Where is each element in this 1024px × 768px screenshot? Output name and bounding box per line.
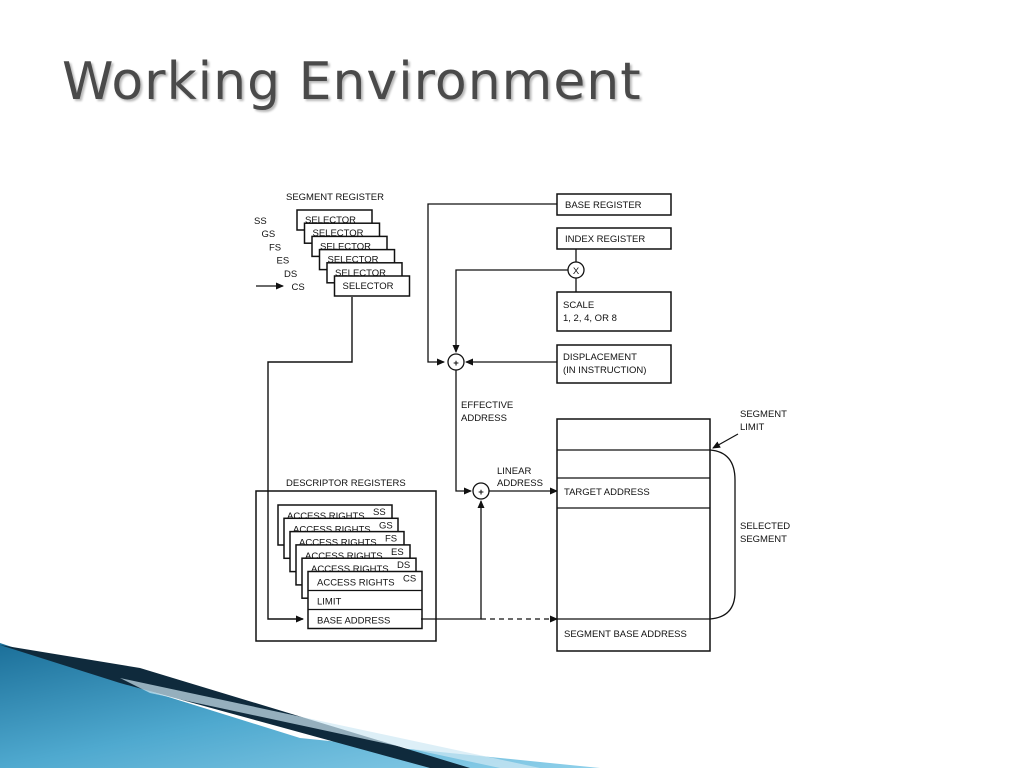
slide-title: Working Environment — [62, 52, 642, 112]
selected-segment-label-1: SELECTED — [740, 521, 790, 532]
limit-label: LIMIT — [317, 597, 341, 608]
displacement-box — [556, 344, 672, 384]
base-address-label: BASE ADDRESS — [317, 616, 390, 627]
descriptor-register-gs: GS — [379, 520, 393, 531]
selector-label-ss: SELECTOR — [305, 215, 356, 226]
segment-limit-label-2: LIMIT — [740, 422, 764, 433]
selected-segment-label-2: SEGMENT — [740, 534, 787, 545]
descriptor-box-cs — [307, 570, 423, 630]
selector-label-gs: SELECTOR — [313, 228, 364, 239]
linear-adder-plus-icon: + — [478, 487, 484, 498]
selected-segment-bracket — [709, 449, 736, 620]
access-rights-label-gs: ACCESS RIGHTS — [293, 524, 371, 535]
slide-decoration — [0, 643, 600, 768]
descriptor-register-ss: SS — [373, 507, 386, 518]
access-rights-label-cs: ACCESS RIGHTS — [317, 578, 395, 589]
segment-register-gs: GS — [262, 229, 276, 240]
displacement-note: (IN INSTRUCTION) — [563, 365, 646, 376]
segment-register-title: SEGMENT REGISTER — [286, 192, 384, 203]
effective-address-label-1: EFFECTIVE — [461, 400, 513, 411]
effective-address-line — [455, 370, 472, 495]
selector-label-fs: SELECTOR — [320, 241, 371, 252]
segment-register-ds: DS — [284, 269, 297, 280]
selector-label-cs: SELECTOR — [343, 281, 394, 292]
blue-wave-shape — [0, 643, 600, 768]
effective-adder-plus-icon: + — [453, 358, 459, 369]
segment-limit-pointer — [712, 433, 739, 449]
selector-box-cs — [333, 275, 411, 297]
multiply-symbol: X — [573, 266, 580, 277]
segment-base-address-label: SEGMENT BASE ADDRESS — [564, 629, 687, 640]
selector-stack: SELECTOR SELECTOR SELECTOR SELECTOR SELECTOR… — [296, 209, 411, 297]
access-rights-label-fs: ACCESS RIGHTS — [299, 538, 377, 549]
selector-label-es: SELECTOR — [328, 255, 379, 266]
access-rights-label-ds: ACCESS RIGHTS — [311, 564, 389, 575]
selector-to-descriptor-line — [267, 297, 353, 623]
segment-limit-label-1: SEGMENT — [740, 409, 787, 420]
access-rights-label-ss: ACCESS RIGHTS — [287, 511, 365, 522]
linear-address-label-1: LINEAR — [497, 466, 531, 477]
access-rights-label-es: ACCESS RIGHTS — [305, 551, 383, 562]
descriptor-register-es: ES — [391, 547, 404, 558]
selector-label-ds: SELECTOR — [335, 268, 386, 279]
segment-register-labels: SS GS FS ES DS CS — [254, 216, 305, 293]
segment-register-cs: CS — [292, 282, 305, 293]
scale-label: SCALE — [563, 300, 594, 311]
target-address-label: TARGET ADDRESS — [564, 487, 650, 498]
base-register-label: BASE REGISTER — [565, 200, 642, 211]
scale-values: 1, 2, 4, OR 8 — [563, 313, 617, 324]
descriptor-register-cs: CS — [403, 574, 416, 585]
descriptor-register-fs: FS — [385, 534, 397, 545]
light-stripe-shape — [120, 678, 540, 768]
memory-segment-box — [556, 418, 711, 652]
index-register-label: INDEX REGISTER — [565, 234, 645, 245]
descriptor-registers-title: DESCRIPTOR REGISTERS — [286, 478, 406, 489]
displacement-label: DISPLACEMENT — [563, 352, 637, 363]
scale-box — [556, 291, 672, 332]
segment-register-es: ES — [277, 256, 290, 267]
segment-register-ss: SS — [254, 216, 267, 227]
descriptor-registers-frame — [255, 490, 437, 642]
descriptor-register-ds: DS — [397, 560, 410, 571]
segment-register-fs: FS — [269, 242, 281, 253]
base-address-line — [421, 500, 485, 620]
base-register-line — [427, 203, 557, 366]
scaled-index-line — [452, 269, 568, 353]
linear-address-label-2: ADDRESS — [497, 478, 543, 489]
index-register-box — [556, 227, 672, 250]
effective-address-label-2: ADDRESS — [461, 413, 507, 424]
